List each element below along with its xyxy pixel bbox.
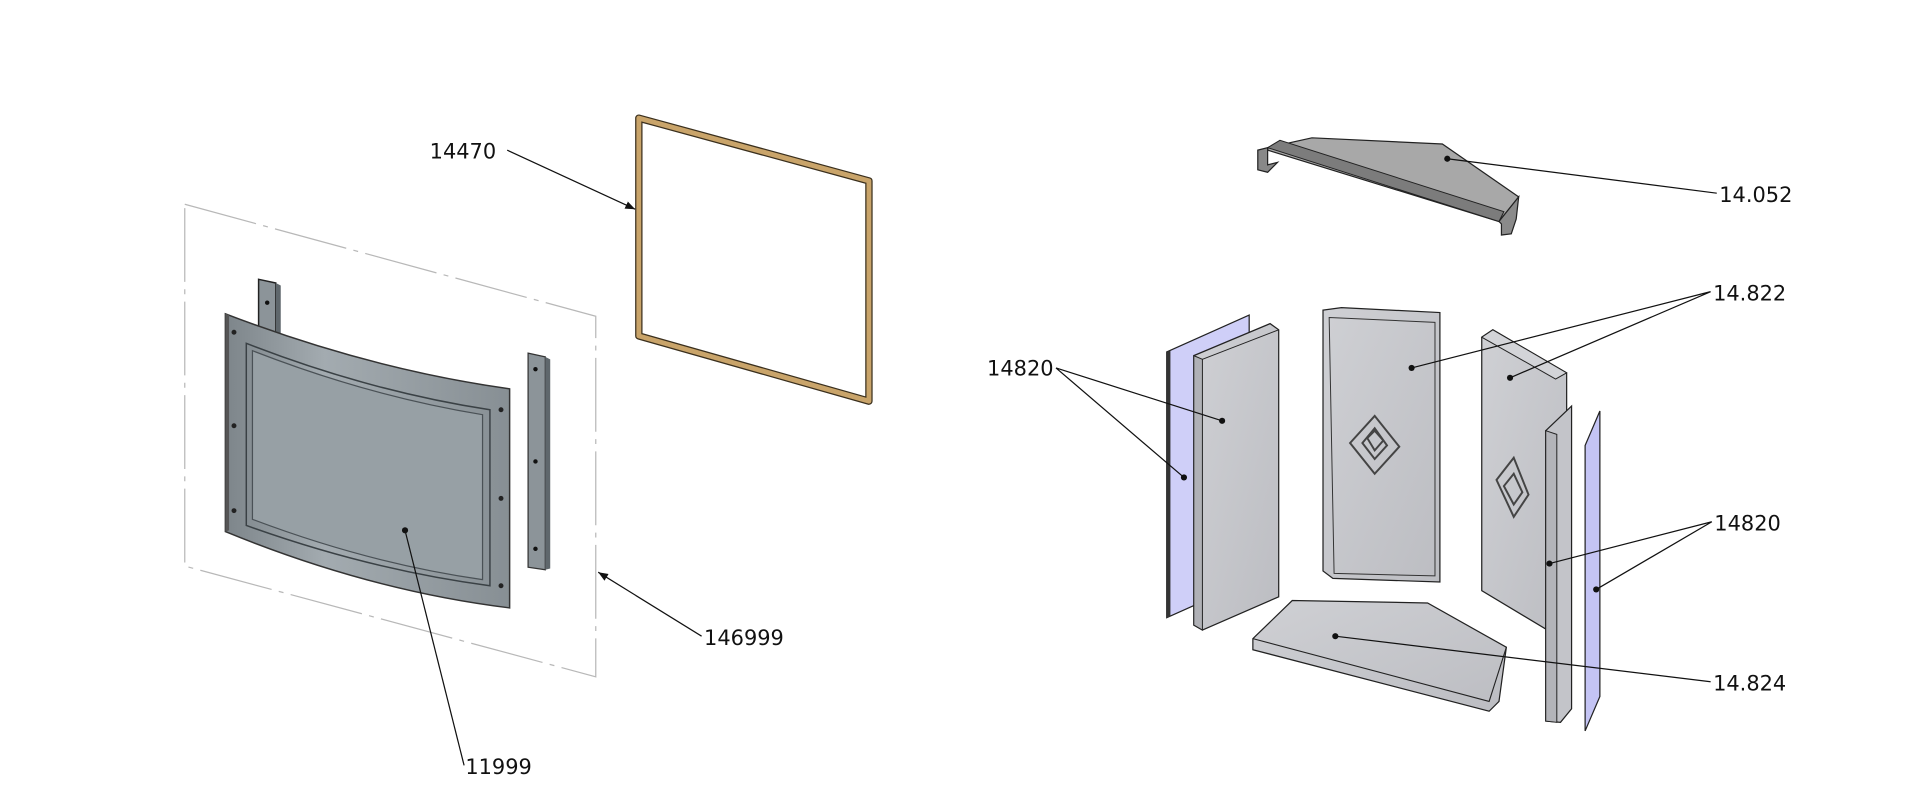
logo-emblem-icon: [1348, 414, 1401, 476]
callout-door-gasket: 14470: [430, 140, 497, 164]
callout-bottom-brick: 14.824: [1713, 671, 1786, 695]
callout-baffle: 14.052: [1719, 183, 1792, 207]
logo-emblem-icon: [1495, 455, 1530, 519]
door-frame-panel: [224, 312, 511, 609]
bottom-refractory-brick: [1252, 599, 1508, 712]
callout-right-liners: 14820: [1714, 511, 1781, 535]
callout-door-assembly: 146999: [704, 626, 784, 650]
door-assembly-phantom-outline: [184, 203, 597, 678]
right-hinge-strip: [527, 352, 551, 571]
door-gasket: 14470: [430, 114, 873, 405]
right-insulation-liner: [1584, 410, 1601, 732]
back-refractory-brick: [1322, 307, 1441, 583]
right-refractory-liner: [1545, 404, 1573, 723]
callout-back-side-bricks: 14.822: [1713, 281, 1786, 305]
callout-door-glass: 11999: [465, 755, 532, 779]
door-mounting-holes: [231, 329, 504, 589]
baffle-plate: 14.052: [1257, 137, 1792, 236]
callout-left-liners: 14820: [987, 356, 1054, 380]
door-assembly: 11999 146999: [184, 203, 784, 779]
left-refractory-brick: [1193, 322, 1280, 631]
glass-frame: [245, 342, 491, 587]
